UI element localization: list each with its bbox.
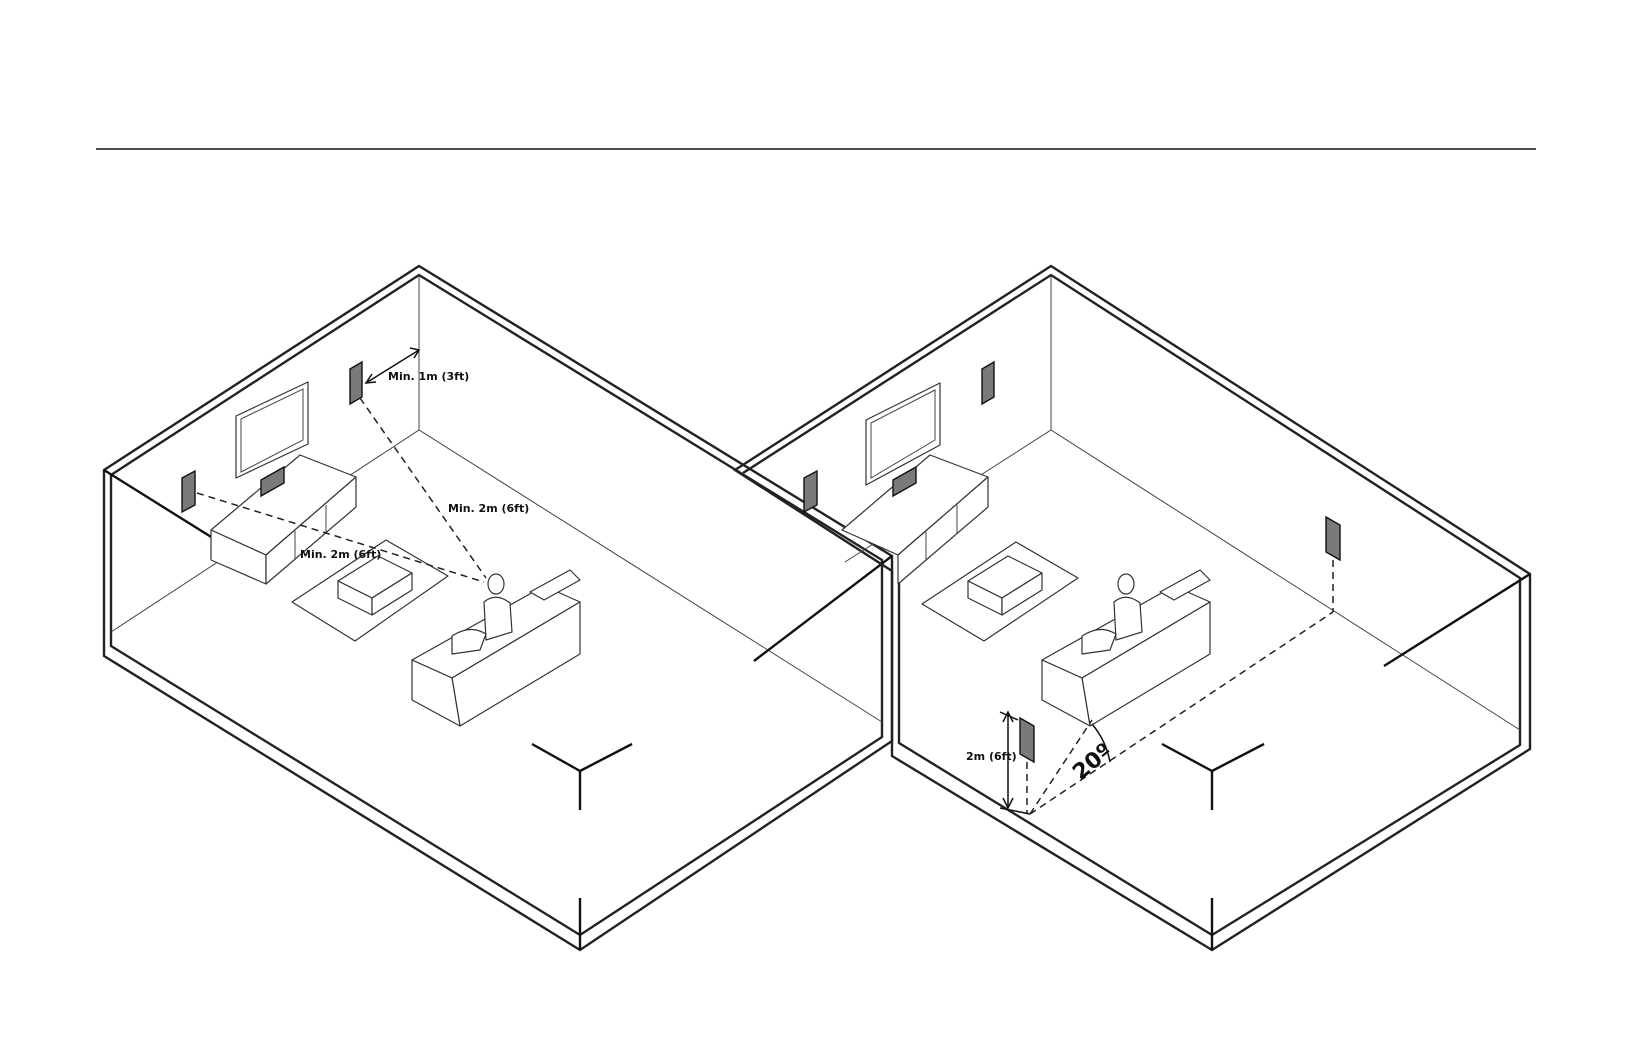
label-wall-distance: Min. 1m (3ft)	[388, 370, 469, 383]
right-speaker-surround-left	[1020, 718, 1034, 762]
right-speaker-surround-right	[1326, 517, 1340, 560]
left-axis-tripod	[532, 744, 632, 810]
right-speaker-front-left	[804, 471, 817, 512]
right-speaker-front-right	[982, 362, 994, 404]
label-front-left-distance: Min. 2m (6ft)	[300, 548, 381, 561]
right-room-cut-right	[1384, 574, 1530, 666]
label-height: 2m (6ft)	[966, 750, 1017, 763]
left-room: Min. 1m (3ft) Min. 2m (6ft) Min. 2m (6ft…	[104, 266, 892, 950]
label-angle: 20º	[1068, 739, 1117, 786]
left-room-cut-right	[754, 556, 892, 661]
left-speaker-front-right	[350, 362, 362, 404]
label-front-right-distance: Min. 2m (6ft)	[448, 502, 529, 515]
right-room: 2m (6ft) 20º	[735, 266, 1530, 950]
right-axis-tripod	[1162, 744, 1264, 810]
left-speaker-front-left	[182, 471, 195, 512]
